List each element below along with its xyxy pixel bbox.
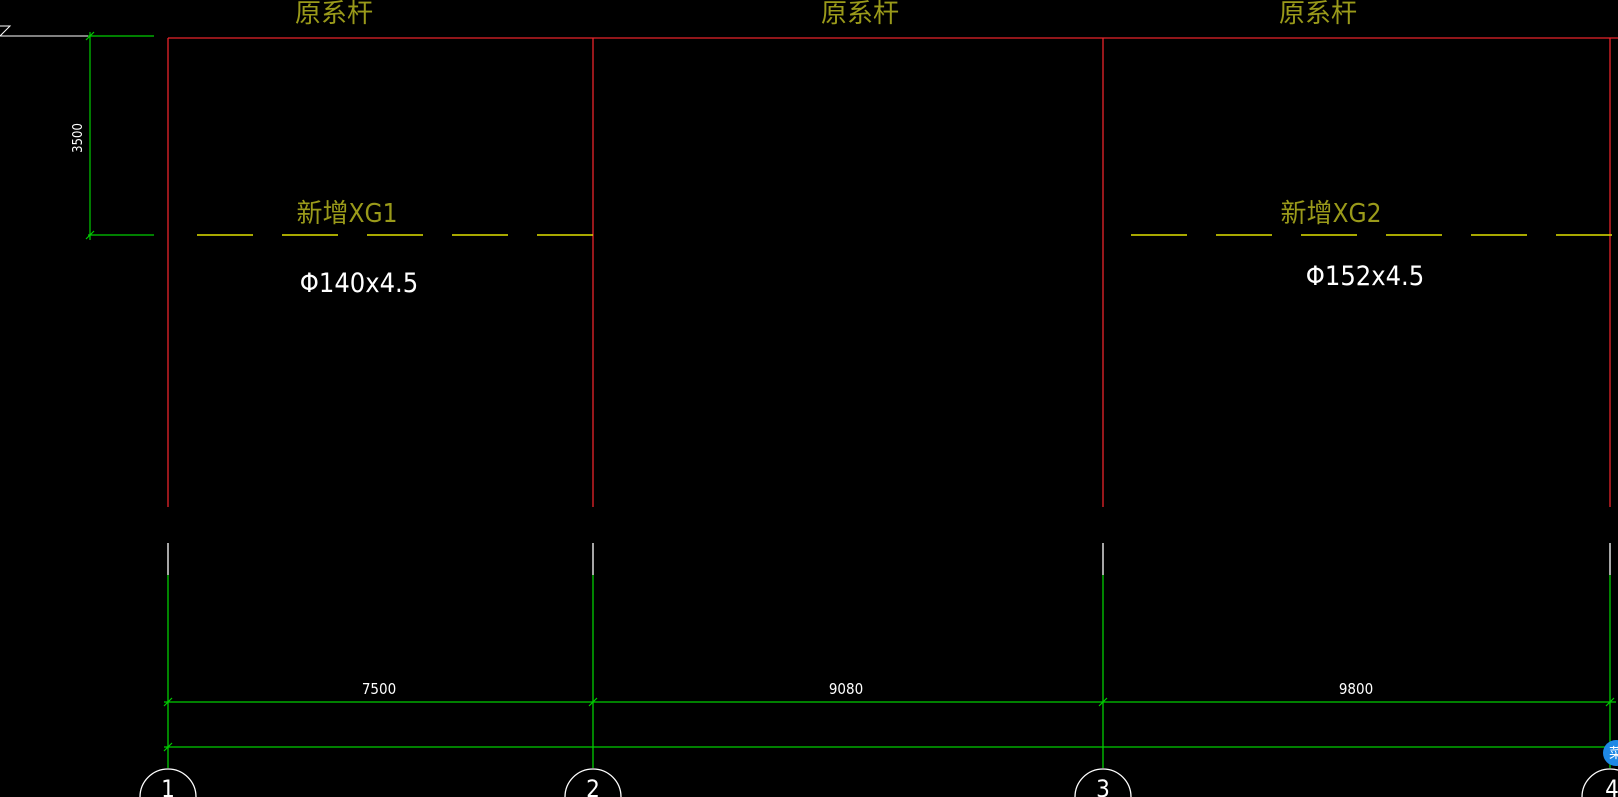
horizontal-dimension-text-3: 9800 xyxy=(1339,680,1373,698)
new-member-xg1-label: 新增XG1 xyxy=(296,199,397,229)
vertical-dimension xyxy=(85,31,154,240)
new-member-xg2-spec: Φ152x4.5 xyxy=(1306,261,1424,292)
new-member-xg1-spec: Φ140x4.5 xyxy=(300,268,418,299)
horizontal-dimensions xyxy=(163,697,1616,752)
top-label-3: 原系杆 xyxy=(1279,0,1357,29)
existing-frame xyxy=(167,37,1618,507)
new-member-xg2-label: 新增XG2 xyxy=(1280,199,1381,229)
svg-text:4: 4 xyxy=(1605,775,1618,797)
grid-bubble-3: 3 xyxy=(1074,768,1132,797)
horizontal-dimension-text-2: 9080 xyxy=(829,680,863,698)
svg-text:1: 1 xyxy=(161,775,175,797)
ucs-corner-mark xyxy=(0,25,88,37)
svg-text:2: 2 xyxy=(586,775,600,797)
horizontal-dimension-text-1: 7500 xyxy=(362,680,396,698)
top-label-1: 原系杆 xyxy=(295,0,373,29)
vertical-dimension-text: 3500 xyxy=(71,123,86,153)
grid-bubble-1: 1 xyxy=(139,768,197,797)
svg-text:菜: 菜 xyxy=(1609,746,1618,762)
grid-lines xyxy=(167,543,1611,768)
top-label-2: 原系杆 xyxy=(821,0,899,29)
grid-bubble-4: 4 xyxy=(1581,768,1618,797)
svg-text:3: 3 xyxy=(1096,775,1110,797)
grid-bubble-2: 2 xyxy=(564,768,622,797)
corner-badge-icon[interactable]: 菜 xyxy=(1603,740,1618,766)
